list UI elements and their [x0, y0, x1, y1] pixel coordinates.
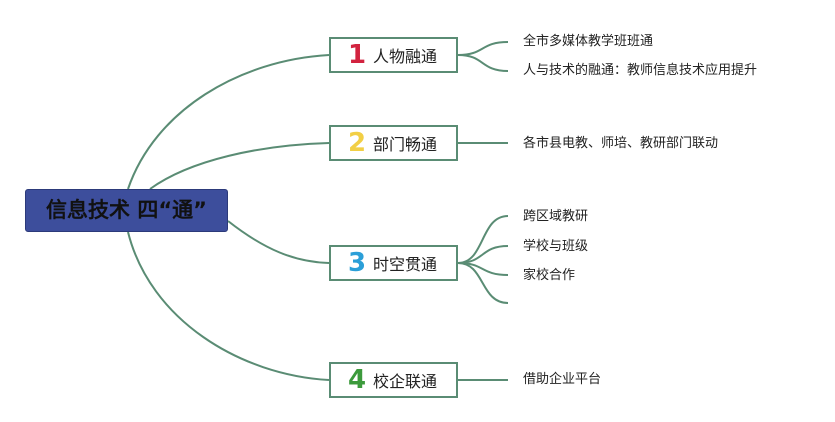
branch-node-2: 2 部门畅通 [329, 125, 458, 161]
branch-number-3: 3 [347, 248, 367, 278]
connector-root-1 [127, 54, 330, 190]
connector-root-3 [227, 220, 330, 264]
branch-label-4: 校企联通 [373, 372, 438, 391]
branch-label-2: 部门畅通 [373, 135, 438, 154]
leaf-3-2: 学校与班级 [523, 239, 589, 254]
branch-node-1: 1 人物融通 [329, 37, 458, 73]
root-node: 信息技术 四“通” [25, 189, 228, 232]
leaf-3-3: 家校合作 [523, 268, 576, 283]
branch-node-4: 4 校企联通 [329, 362, 458, 398]
branch-number-2: 2 [347, 128, 367, 158]
connector-3-4 [457, 262, 509, 304]
connector-1-1 [457, 41, 509, 56]
leaf-1-1: 全市多媒体教学班班通 [523, 34, 654, 49]
branch-number-4: 4 [347, 365, 367, 395]
branch-label-1: 人物融通 [373, 47, 438, 66]
branch-label-3: 时空贯通 [373, 255, 438, 274]
connector-root-2 [149, 142, 330, 190]
connector-root-4 [127, 231, 330, 381]
leaf-3-1: 跨区域教研 [523, 209, 589, 224]
branch-number-1: 1 [347, 40, 367, 70]
leaf-1-2: 人与技术的融通：教师信息技术应用提升 [523, 63, 758, 78]
leaf-2-1: 各市县电教、师培、教研部门联动 [523, 136, 719, 151]
leaf-4-1: 借助企业平台 [523, 372, 602, 387]
connector-1-2 [457, 54, 509, 72]
connector-3-1 [457, 215, 509, 264]
root-label: 信息技术 四“通” [46, 198, 207, 222]
branch-node-3: 3 时空贯通 [329, 245, 458, 281]
